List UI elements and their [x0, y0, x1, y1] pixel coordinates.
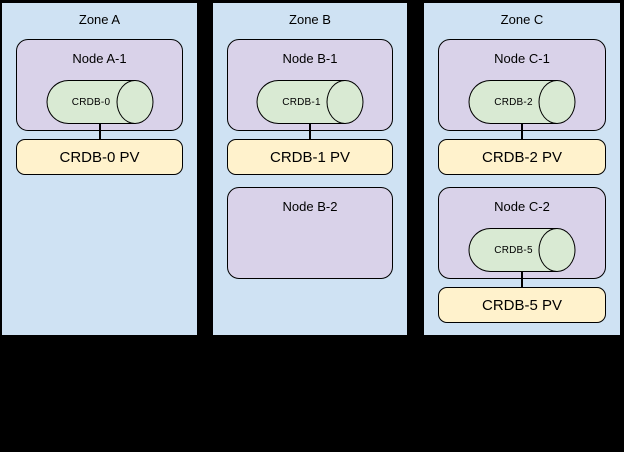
zone-b-title: Zone B	[289, 12, 331, 27]
crdb-5-label: CRDB-5	[494, 244, 533, 256]
crdb-0-cylinder-cap-icon	[116, 80, 153, 124]
node-a-1-label: Node A-1	[72, 51, 127, 66]
crdb-5-pv: CRDB-5 PV	[438, 287, 606, 323]
connector-c-2	[521, 271, 523, 287]
crdb-1-cylinder-cap-icon	[326, 80, 364, 124]
crdb-1-pv-label: CRDB-1 PV	[269, 148, 351, 166]
zone-c-title: Zone C	[500, 12, 544, 27]
crdb-1-label: CRDB-1	[282, 96, 321, 108]
crdb-2-cylinder-cap-icon	[538, 80, 576, 124]
crdb-1-pv: CRDB-1 PV	[227, 139, 393, 175]
node-b-2-label: Node B-2	[282, 199, 338, 214]
zone-c: Zone C Node C-1 CRDB-2 CRDB-2 PV Node C-…	[423, 2, 621, 336]
connector-c-1	[521, 123, 523, 139]
crdb-0-cylinder: CRDB-0	[46, 80, 153, 124]
node-b-1-label: Node B-1	[282, 51, 338, 66]
crdb-2-pv: CRDB-2 PV	[438, 139, 606, 175]
connector-a-1	[98, 123, 101, 139]
node-b-2: Node B-2	[227, 187, 393, 279]
node-c-2: Node C-2 CRDB-5	[438, 187, 606, 279]
crdb-0-pv: CRDB-0 PV	[16, 139, 183, 175]
crdb-0-label: CRDB-0	[71, 96, 111, 108]
zone-a-title: Zone A	[78, 12, 121, 27]
crdb-5-cylinder-cap-icon	[538, 228, 576, 272]
node-c-1-label: Node C-1	[494, 51, 550, 66]
crdb-2-cylinder: CRDB-2	[468, 80, 576, 124]
zone-a: Zone A Node A-1 CRDB-0 CRDB-0 PV	[1, 2, 198, 336]
crdb-2-pv-label: CRDB-2 PV	[481, 148, 563, 166]
crdb-2-label: CRDB-2	[494, 96, 533, 108]
node-a-1: Node A-1 CRDB-0	[16, 39, 183, 131]
node-b-1: Node B-1 CRDB-1	[227, 39, 393, 131]
connector-b-1	[309, 123, 311, 139]
zone-b: Zone B Node B-1 CRDB-1 CRDB-1 PV Node B-…	[212, 2, 408, 336]
crdb-5-cylinder: CRDB-5	[468, 228, 576, 272]
node-c-2-label: Node C-2	[494, 199, 550, 214]
crdb-0-pv-label: CRDB-0 PV	[59, 148, 140, 166]
node-c-1: Node C-1 CRDB-2	[438, 39, 606, 131]
crdb-5-pv-label: CRDB-5 PV	[481, 296, 563, 314]
crdb-1-cylinder: CRDB-1	[256, 80, 364, 124]
